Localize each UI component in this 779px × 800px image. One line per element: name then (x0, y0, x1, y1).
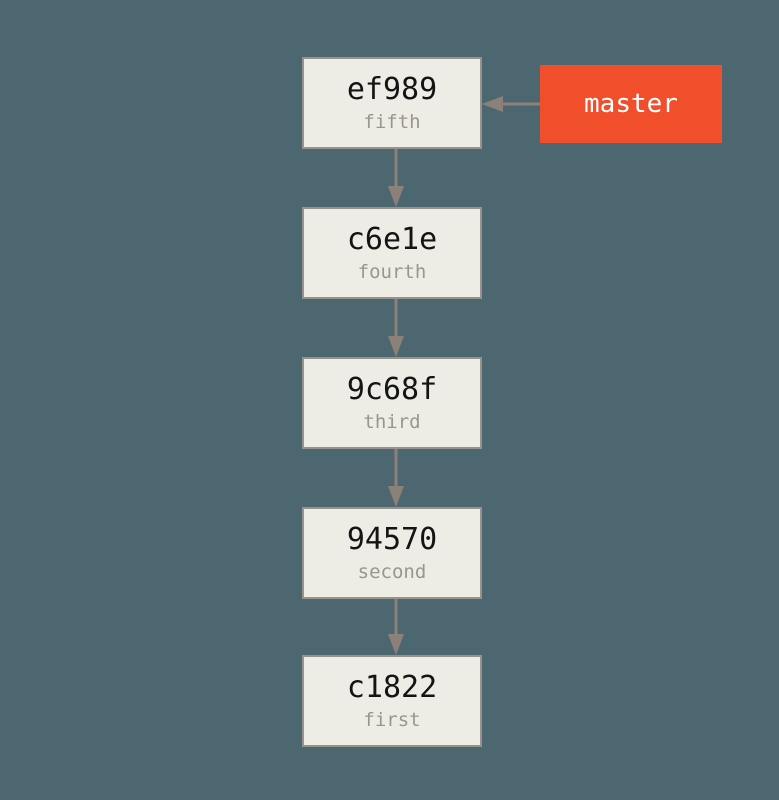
commit-message: first (363, 708, 421, 731)
commit-hash: 9c68f (346, 371, 438, 407)
commit-node-c6e1e: c6e1e fourth (302, 207, 482, 299)
commit-node-c1822: c1822 first (302, 655, 482, 747)
commit-node-ef989: ef989 fifth (302, 57, 482, 149)
branch-pointer-arrow (482, 96, 540, 112)
commit-hash: c1822 (346, 669, 438, 705)
parent-arrow-94570-c1822 (388, 599, 404, 655)
commit-hash: ef989 (346, 71, 438, 107)
parent-arrow-9c68f-94570 (388, 449, 404, 507)
branch-label-master: master (540, 65, 722, 143)
commit-message: second (357, 560, 427, 583)
commit-message: fifth (363, 110, 421, 133)
commit-hash: 94570 (346, 521, 438, 557)
parent-arrow-ef989-c6e1e (388, 149, 404, 207)
commit-node-94570: 94570 second (302, 507, 482, 599)
branch-name: master (584, 89, 678, 119)
commit-message: third (363, 410, 421, 433)
commit-message: fourth (357, 260, 427, 283)
commit-hash: c6e1e (346, 221, 438, 257)
parent-arrow-c6e1e-9c68f (388, 299, 404, 357)
commit-node-9c68f: 9c68f third (302, 357, 482, 449)
